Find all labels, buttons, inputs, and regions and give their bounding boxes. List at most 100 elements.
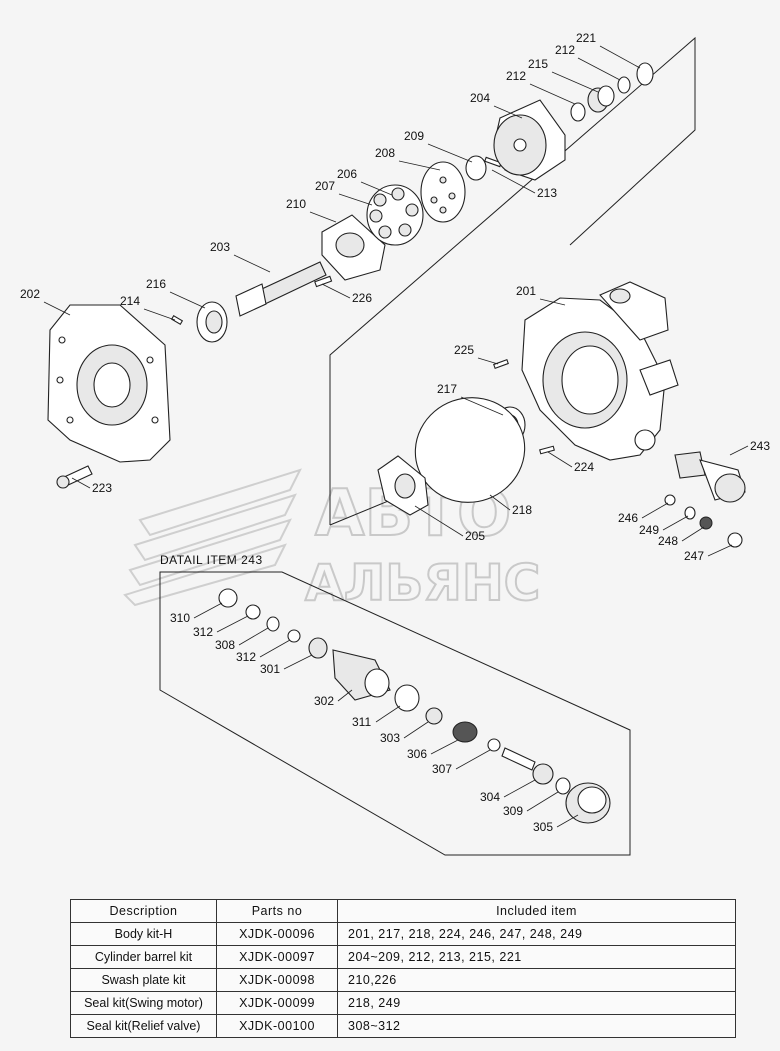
part-212-washer bbox=[570, 102, 586, 122]
callout-221: 221 bbox=[576, 31, 596, 45]
leader-line bbox=[338, 193, 373, 206]
callout-206: 206 bbox=[337, 167, 357, 181]
part-303 bbox=[425, 707, 443, 725]
kit-included: 201, 217, 218, 224, 246, 247, 248, 249 bbox=[337, 922, 736, 946]
callout-243: 243 bbox=[750, 439, 770, 453]
part-206-pistons bbox=[366, 184, 424, 246]
part-223-bolt bbox=[56, 465, 93, 489]
kit-part-no: XJDK-00098 bbox=[216, 968, 338, 992]
callout-212: 212 bbox=[506, 69, 526, 83]
kit-description: Cylinder barrel kit bbox=[70, 945, 217, 969]
leader-line bbox=[551, 71, 599, 93]
part-224-pin bbox=[539, 445, 555, 455]
leader-line bbox=[143, 308, 176, 321]
callout-217: 217 bbox=[437, 382, 457, 396]
leader-line bbox=[71, 477, 91, 489]
callout-305: 305 bbox=[533, 820, 553, 834]
part-225-pin bbox=[493, 359, 509, 369]
leader-line bbox=[430, 739, 459, 755]
table-row: Swash plate kit XJDK-00098 210,226 bbox=[70, 968, 736, 992]
part-216-bearing bbox=[196, 301, 228, 343]
leader-line bbox=[321, 283, 351, 299]
part-226-pin bbox=[314, 275, 333, 288]
callout-205: 205 bbox=[465, 529, 485, 543]
callout-204: 204 bbox=[470, 91, 490, 105]
leader-line bbox=[259, 639, 291, 658]
callout-306: 306 bbox=[407, 747, 427, 761]
callout-216: 216 bbox=[146, 277, 166, 291]
kit-table: Description Parts no Included item Body … bbox=[70, 899, 736, 1038]
header-included-item: Included item bbox=[337, 899, 736, 923]
kit-included: 210,226 bbox=[337, 968, 736, 992]
callout-310: 310 bbox=[170, 611, 190, 625]
detail-title: DATAIL ITEM 243 bbox=[160, 553, 263, 567]
callout-247: 247 bbox=[684, 549, 704, 563]
leader-line bbox=[556, 814, 579, 828]
kit-included: 218, 249 bbox=[337, 991, 736, 1015]
callout-208: 208 bbox=[375, 146, 395, 160]
kit-description: Body kit-H bbox=[70, 922, 217, 946]
part-210-swash-plate bbox=[321, 214, 386, 281]
callout-249: 249 bbox=[639, 523, 659, 537]
callout-309: 309 bbox=[503, 804, 523, 818]
detail-frame bbox=[159, 571, 631, 856]
leader-line bbox=[681, 526, 705, 542]
part-312 bbox=[245, 604, 261, 620]
leader-line bbox=[169, 291, 206, 309]
part-209-bush bbox=[465, 155, 487, 181]
kit-included: 308~312 bbox=[337, 1014, 736, 1038]
header-parts-no: Parts no bbox=[216, 899, 338, 923]
callout-225: 225 bbox=[454, 343, 474, 357]
part-304 bbox=[501, 747, 554, 785]
part-212-washer-2 bbox=[617, 76, 631, 94]
leader-line bbox=[539, 298, 566, 306]
leader-line bbox=[43, 301, 71, 316]
part-312-b bbox=[287, 629, 301, 643]
callout-223: 223 bbox=[92, 481, 112, 495]
leader-line bbox=[662, 515, 689, 531]
leader-line bbox=[414, 505, 464, 537]
kit-part-no: XJDK-00097 bbox=[216, 945, 338, 969]
leader-line bbox=[529, 83, 576, 105]
part-248-spring bbox=[699, 516, 713, 530]
leader-line bbox=[309, 211, 337, 223]
part-214-pin bbox=[170, 315, 184, 325]
part-305 bbox=[565, 782, 611, 824]
leader-line bbox=[526, 791, 559, 812]
callout-214: 214 bbox=[120, 294, 140, 308]
callout-226: 226 bbox=[352, 291, 372, 305]
table-row: Cylinder barrel kit XJDK-00097 204~209, … bbox=[70, 945, 736, 969]
leader-line bbox=[460, 396, 504, 416]
part-301 bbox=[308, 637, 328, 659]
leader-line bbox=[398, 160, 441, 171]
leader-line bbox=[477, 357, 499, 365]
kit-description: Seal kit(Relief valve) bbox=[70, 1014, 217, 1038]
leader-line bbox=[503, 779, 536, 798]
callout-207: 207 bbox=[315, 179, 335, 193]
leader-line bbox=[375, 705, 401, 723]
leader-line bbox=[599, 45, 641, 69]
part-246-plug bbox=[664, 494, 676, 506]
leader-line bbox=[641, 502, 669, 519]
callout-248: 248 bbox=[658, 534, 678, 548]
callout-302: 302 bbox=[314, 694, 334, 708]
callout-311: 311 bbox=[352, 715, 371, 729]
callout-308: 308 bbox=[215, 638, 235, 652]
callout-202: 202 bbox=[20, 287, 40, 301]
part-203-shaft bbox=[235, 261, 327, 317]
leader-line bbox=[455, 749, 491, 770]
leader-line bbox=[493, 105, 523, 119]
table-row: Seal kit(Swing motor) XJDK-00099 218, 24… bbox=[70, 991, 736, 1015]
kit-description: Swash plate kit bbox=[70, 968, 217, 992]
leader-line bbox=[233, 254, 271, 273]
leader-line bbox=[403, 721, 429, 739]
part-208-retainer bbox=[420, 161, 466, 223]
callout-246: 246 bbox=[618, 511, 638, 525]
callout-303: 303 bbox=[380, 731, 400, 745]
callout-210: 210 bbox=[286, 197, 306, 211]
part-306 bbox=[452, 721, 478, 743]
leader-line bbox=[427, 143, 473, 163]
callout-304: 304 bbox=[480, 790, 500, 804]
